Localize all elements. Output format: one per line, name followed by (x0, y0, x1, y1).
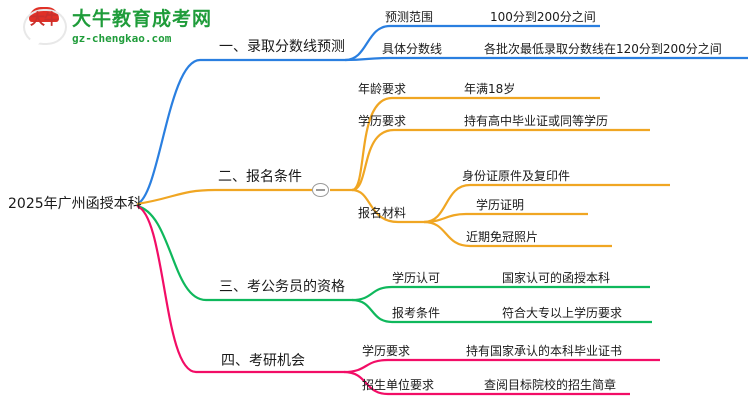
branch-2-child-2-value[interactable]: 持有高中毕业证或同等学历 (464, 114, 609, 128)
branch-2-child-3-label[interactable]: 报名材料 (358, 206, 407, 220)
branch-3-label[interactable]: 三、考公务员的资格 (219, 279, 345, 295)
branch-2-collapse-toggle[interactable] (312, 183, 329, 197)
branch-3-child-2-value[interactable]: 符合大专以上学历要求 (502, 306, 623, 320)
branch-3-child-2-label[interactable]: 报考条件 (392, 306, 441, 320)
branch-1-child-1-value[interactable]: 100分到200分之间 (490, 10, 596, 24)
branch-3-child-1-label[interactable]: 学历认可 (392, 271, 441, 285)
branch-2-child-1-value[interactable]: 年满18岁 (464, 82, 516, 96)
connector-branch3-child1 (351, 285, 650, 302)
branch-4-child-2-label[interactable]: 招生单位要求 (362, 378, 435, 392)
connector-branch2-child3-gc1 (423, 183, 670, 224)
branch-2-child-3-grandchild-3[interactable]: 近期免冠照片 (466, 230, 539, 244)
site-logo: 大牛 大牛教育成考网 gz-chengkao.com (22, 6, 212, 48)
branch-4-label[interactable]: 四、考研机会 (221, 353, 305, 369)
logo-domain: gz-chengkao.com (72, 32, 172, 45)
logo-mark-text: 大牛 (29, 10, 59, 28)
branch-2-child-2-label[interactable]: 学历要求 (358, 114, 407, 128)
branch-2-child-1-label[interactable]: 年龄要求 (358, 82, 407, 96)
branch-1-child-2-value[interactable]: 各批次最低录取分数线在120分到200分之间 (484, 42, 722, 56)
connector-branch2-child3-gc2 (423, 212, 588, 224)
branch-2-child-3-grandchild-2[interactable]: 学历证明 (476, 198, 525, 212)
branch-3-child-1-value[interactable]: 国家认可的函授本科 (502, 271, 611, 285)
logo-mark-icon: 大牛 (22, 6, 67, 48)
branch-2-child-3-grandchild-1[interactable]: 身份证原件及复印件 (462, 169, 571, 183)
branch-1-label[interactable]: 一、录取分数线预测 (219, 39, 345, 55)
connector-branch4-child1 (343, 358, 660, 374)
branch-4-child-2-value[interactable]: 查阅目标院校的招生简章 (484, 378, 617, 392)
branch-4-child-1-label[interactable]: 学历要求 (362, 344, 411, 358)
branch-1-child-2-label[interactable]: 具体分数线 (382, 42, 443, 56)
branch-2-label[interactable]: 二、报名条件 (218, 169, 302, 185)
connector-root-branch2 (136, 188, 312, 206)
logo-name-cn: 大牛教育成考网 (72, 8, 213, 30)
root-node[interactable]: 2025年广州函授本科 (8, 196, 142, 212)
branch-1-child-1-label[interactable]: 预测范围 (385, 10, 434, 24)
branch-4-child-1-value[interactable]: 持有国家承认的本科毕业证书 (466, 344, 623, 358)
connector-branch1-child2 (344, 56, 748, 62)
